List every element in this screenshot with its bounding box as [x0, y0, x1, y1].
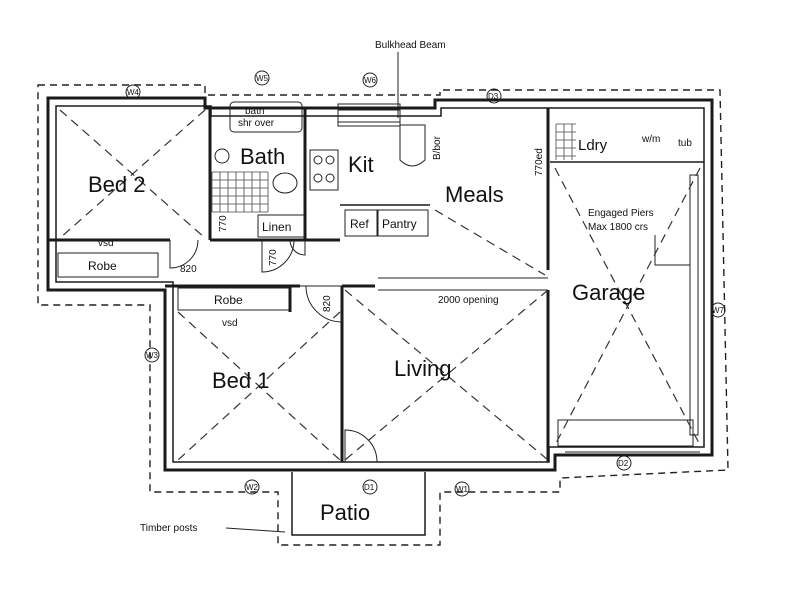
- cooktop-burner-1: [313, 155, 323, 165]
- door-front: [344, 429, 378, 463]
- bathtub: [229, 101, 303, 133]
- annotation-opening: 2000 opening: [438, 295, 499, 306]
- svg-text:W1: W1: [456, 485, 469, 494]
- room-meals: Meals: [445, 182, 504, 207]
- room-garage: Garage: [572, 280, 645, 305]
- door-bath: [289, 239, 306, 256]
- dim-820-bed1: 820: [322, 295, 333, 312]
- pantry-box: [377, 209, 429, 237]
- label-ref: Ref: [350, 217, 369, 231]
- door-bed1: [300, 285, 343, 323]
- cooktop: [309, 149, 339, 191]
- annotation-engaged-piers: Engaged Piers: [588, 208, 654, 219]
- bath-tiles: [211, 171, 269, 213]
- label-linen: Linen: [262, 220, 291, 234]
- cooktop-burner-4: [325, 173, 335, 183]
- cooktop-burner-3: [313, 173, 323, 183]
- dim-820-bed2: 820: [180, 264, 197, 275]
- label-vsd-bed1: vsd: [222, 318, 238, 329]
- diag-meals-a: [434, 209, 546, 276]
- annotation-timber-posts: Timber posts: [140, 523, 197, 534]
- label-robe-bed1: Robe: [214, 293, 243, 307]
- svg-text:W2: W2: [246, 483, 259, 492]
- tag-d1: D1: [362, 479, 378, 495]
- sink: [337, 103, 401, 127]
- room-kit: Kit: [348, 152, 374, 177]
- tag-w2: W2: [244, 479, 260, 495]
- door-linen: [261, 239, 295, 273]
- svg-text:W6: W6: [364, 76, 377, 85]
- dim-770-linen: 770: [268, 249, 279, 266]
- tag-w6: W6: [362, 72, 378, 88]
- linen-box: [257, 214, 305, 238]
- engaged-pier: [689, 174, 699, 436]
- dim-770ed: 770ed: [534, 148, 545, 176]
- dim-770-bath: 770: [218, 215, 229, 232]
- diag-garage-b: [554, 167, 701, 446]
- label-vsd-bed2: vsd: [98, 238, 114, 249]
- label-robe-bed2: Robe: [88, 259, 117, 273]
- room-bed1: Bed 1: [212, 368, 270, 393]
- garage-step: [557, 419, 694, 447]
- tag-w7: W7: [710, 302, 726, 318]
- annotation-max-crs: Max 1800 crs: [588, 222, 648, 233]
- svg-text:D2: D2: [618, 459, 629, 468]
- door-bed2: [169, 239, 199, 269]
- laundry-tiles: [555, 123, 576, 160]
- breakfast-bar: [399, 124, 426, 167]
- room-ldry: Ldry: [578, 137, 608, 154]
- diag-bed1-b: [177, 311, 341, 461]
- piers-leader: [654, 235, 690, 266]
- svg-text:W5: W5: [256, 74, 269, 83]
- label-pantry: Pantry: [382, 217, 417, 231]
- label-bhor: B/bor: [432, 135, 443, 160]
- basin: [214, 148, 230, 164]
- svg-text:W3: W3: [146, 351, 159, 360]
- tag-w5-top: W5: [254, 70, 270, 86]
- tag-w4: W4: [125, 84, 141, 100]
- diag-bed2-b: [59, 109, 206, 239]
- label-bath-shr-2: shr over: [238, 118, 275, 129]
- tag-d2: D2: [616, 455, 632, 471]
- svg-text:D1: D1: [364, 483, 375, 492]
- toilet: [272, 172, 298, 194]
- robe-bed2-box: [57, 252, 159, 278]
- svg-text:D3: D3: [488, 92, 499, 101]
- svg-text:W4: W4: [127, 88, 140, 97]
- room-living: Living: [394, 356, 451, 381]
- patio-posts: [291, 472, 426, 536]
- annotation-bulkhead-beam: Bulkhead Beam: [375, 40, 446, 51]
- label-bath-shr-1: bath: [245, 106, 264, 117]
- room-bath: Bath: [240, 144, 285, 169]
- tag-d3-top: D3: [486, 88, 502, 104]
- label-tub: tub: [678, 138, 692, 149]
- tag-w1: W1: [454, 481, 470, 497]
- room-patio: Patio: [320, 500, 370, 525]
- room-bed2: Bed 2: [88, 172, 146, 197]
- eaves-line: [37, 84, 729, 546]
- timber-posts-leader: [225, 527, 286, 533]
- svg-text:W7: W7: [712, 306, 725, 315]
- external-wall: [46, 96, 714, 472]
- cooktop-burner-2: [325, 155, 335, 165]
- tag-w3: W3: [144, 347, 160, 363]
- ref-box: [344, 209, 378, 237]
- label-wm: w/m: [641, 134, 660, 145]
